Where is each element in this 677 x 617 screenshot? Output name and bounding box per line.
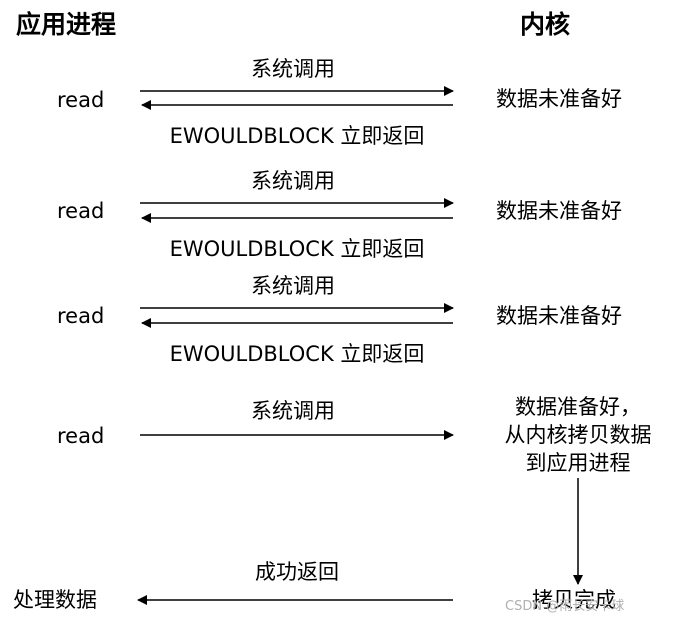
- read-label-1: read: [57, 88, 105, 112]
- syscall-label-1: 系统调用: [251, 57, 335, 81]
- syscall-label-3: 系统调用: [251, 274, 335, 298]
- kernel-status-2: 数据未准备好: [496, 199, 622, 223]
- copy-complete-label: 拷贝完成: [532, 588, 616, 612]
- kernel-status-3: 数据未准备好: [496, 304, 622, 328]
- syscall-label-2: 系统调用: [251, 169, 335, 193]
- kernel-header: 内核: [520, 10, 571, 39]
- read-label-final: read: [57, 424, 105, 448]
- ewouldblock-label-3: EWOULDBLOCK 立即返回: [169, 342, 425, 366]
- kernel-data-ready: 数据准备好，: [515, 395, 641, 419]
- kernel-copy-from-kernel: 从内核拷贝数据: [504, 423, 652, 447]
- read-label-2: read: [57, 199, 105, 223]
- process-data-label: 处理数据: [13, 588, 97, 612]
- syscall-label-final: 系统调用: [251, 399, 335, 423]
- watermark: CSDN @雨长安卡球: [505, 599, 625, 614]
- kernel-to-app-process: 到应用进程: [525, 451, 631, 475]
- success-return-label: 成功返回: [255, 560, 339, 584]
- kernel-status-1: 数据未准备好: [496, 87, 622, 111]
- ewouldblock-label-1: EWOULDBLOCK 立即返回: [169, 124, 425, 148]
- ewouldblock-label-2: EWOULDBLOCK 立即返回: [169, 237, 425, 261]
- app-process-header: 应用进程: [16, 10, 117, 39]
- read-label-3: read: [57, 304, 105, 328]
